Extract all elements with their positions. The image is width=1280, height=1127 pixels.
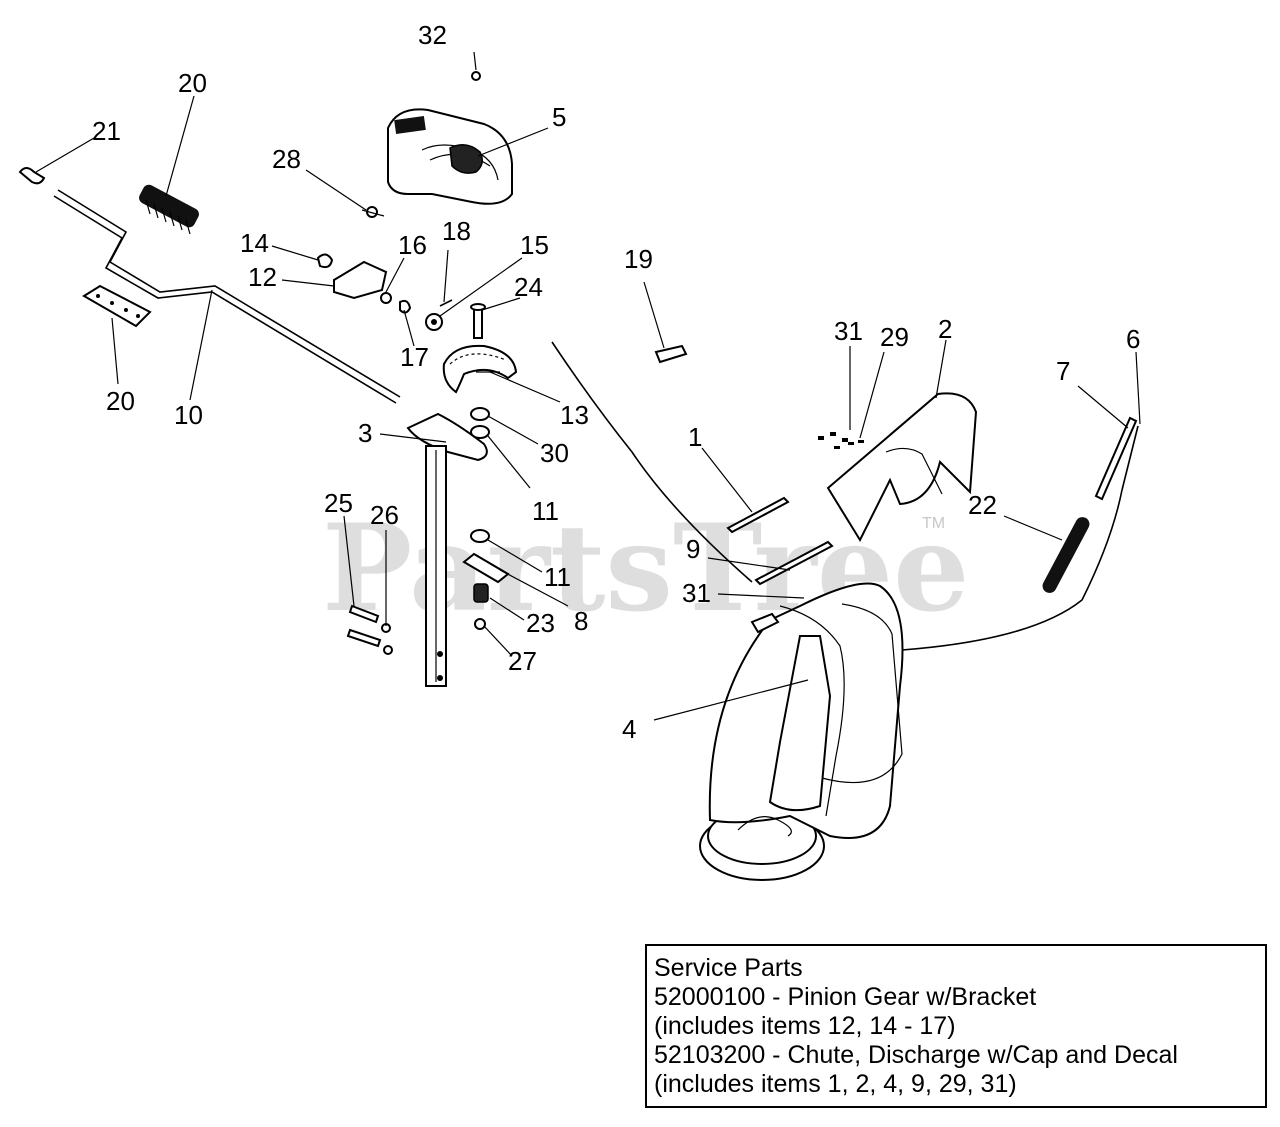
part-21-clip [18,167,46,185]
part-11-washer-lower [470,529,490,543]
callout-16: 16 [398,230,427,260]
part-28-screw [361,206,385,218]
part-11-washer-upper [470,425,490,439]
part-4-discharge-chute [699,582,904,881]
callout-14: 14 [240,228,269,258]
service-parts-line-3: 52103200 - Chute, Discharge w/Cap and De… [654,1041,1178,1069]
part-16-washer [380,292,392,304]
part-13-ring-gear [442,344,518,394]
part-30-washer [470,407,490,421]
part-22-spring [1042,517,1090,593]
part-14-clip [316,253,334,269]
service-parts-line-4: (includes items 1, 2, 4, 9, 29, 31) [654,1070,1017,1098]
leader-lines [35,51,1141,721]
part-31-fasteners-top [818,432,848,442]
watermark-trademark: TM [922,515,945,532]
service-parts-box: Service Parts 52000100 - Pinion Gear w/B… [645,944,1267,1108]
callout-30: 30 [540,438,569,468]
callout-21: 21 [92,116,121,146]
part-9-decal [754,540,834,586]
callout-6: 6 [1126,324,1140,354]
callout-28: 28 [272,144,301,174]
part-20-grip-lower [82,284,152,328]
callout-31-top: 31 [834,316,863,346]
callout-7: 7 [1056,356,1070,386]
callout-3: 3 [358,418,372,448]
callout-27: 27 [508,646,537,676]
callout-8: 8 [574,606,588,636]
callout-10: 10 [174,400,203,430]
part-31-bracket-lower [750,612,780,634]
part-12-bracket [333,260,388,300]
cable-upper [551,341,753,583]
part-32-screw [471,71,481,81]
service-parts-line-1: 52000100 - Pinion Gear w/Bracket [654,983,1037,1011]
callout-29: 29 [880,322,909,352]
callout-22: 22 [968,490,997,520]
part-18-pin [439,299,453,307]
callout-25: 25 [324,488,353,518]
part-5-cap-housing [387,108,513,205]
part-1-decal [726,496,790,534]
callout-4: 4 [622,714,636,744]
callout-1: 1 [688,422,702,452]
callout-18: 18 [442,216,471,246]
callout-31-lower: 31 [682,578,711,608]
part-7-rod [1094,416,1138,501]
callout-13: 13 [560,400,589,430]
part-10-crank-rod [53,189,401,404]
callout-19: 19 [624,244,653,274]
callout-23: 23 [526,608,555,638]
callout-12: 12 [248,262,277,292]
service-parts-line-2: (includes items 12, 14 - 17) [654,1012,956,1040]
part-17-clip [399,299,412,314]
callout-24: 24 [514,272,543,302]
part-25-bolt [346,604,382,648]
part-23-spring [473,583,489,603]
callout-20-top: 20 [178,68,207,98]
callout-20-lower: 20 [106,386,135,416]
part-27-nut [474,618,486,630]
callout-15: 15 [520,230,549,260]
callout-2: 2 [938,314,952,344]
part-24-pin [470,303,486,339]
callout-17: 17 [400,342,429,372]
callout-11-lower: 11 [544,562,571,592]
callout-26: 26 [370,500,399,530]
callout-5: 5 [552,102,566,132]
part-20-spring-top [139,184,199,235]
callout-32: 32 [418,20,447,50]
part-6-cable [901,425,1139,651]
part-3-bracket-post [406,412,488,687]
callout-9: 9 [686,534,700,564]
service-parts-title: Service Parts [654,954,803,982]
part-29-fasteners [834,440,864,449]
callout-11-upper: 11 [532,496,559,526]
part-15-pinion-gear [425,313,443,331]
part-2-deflector [826,392,978,543]
part-19-bracket [654,344,688,364]
part-26-nut [381,623,393,655]
